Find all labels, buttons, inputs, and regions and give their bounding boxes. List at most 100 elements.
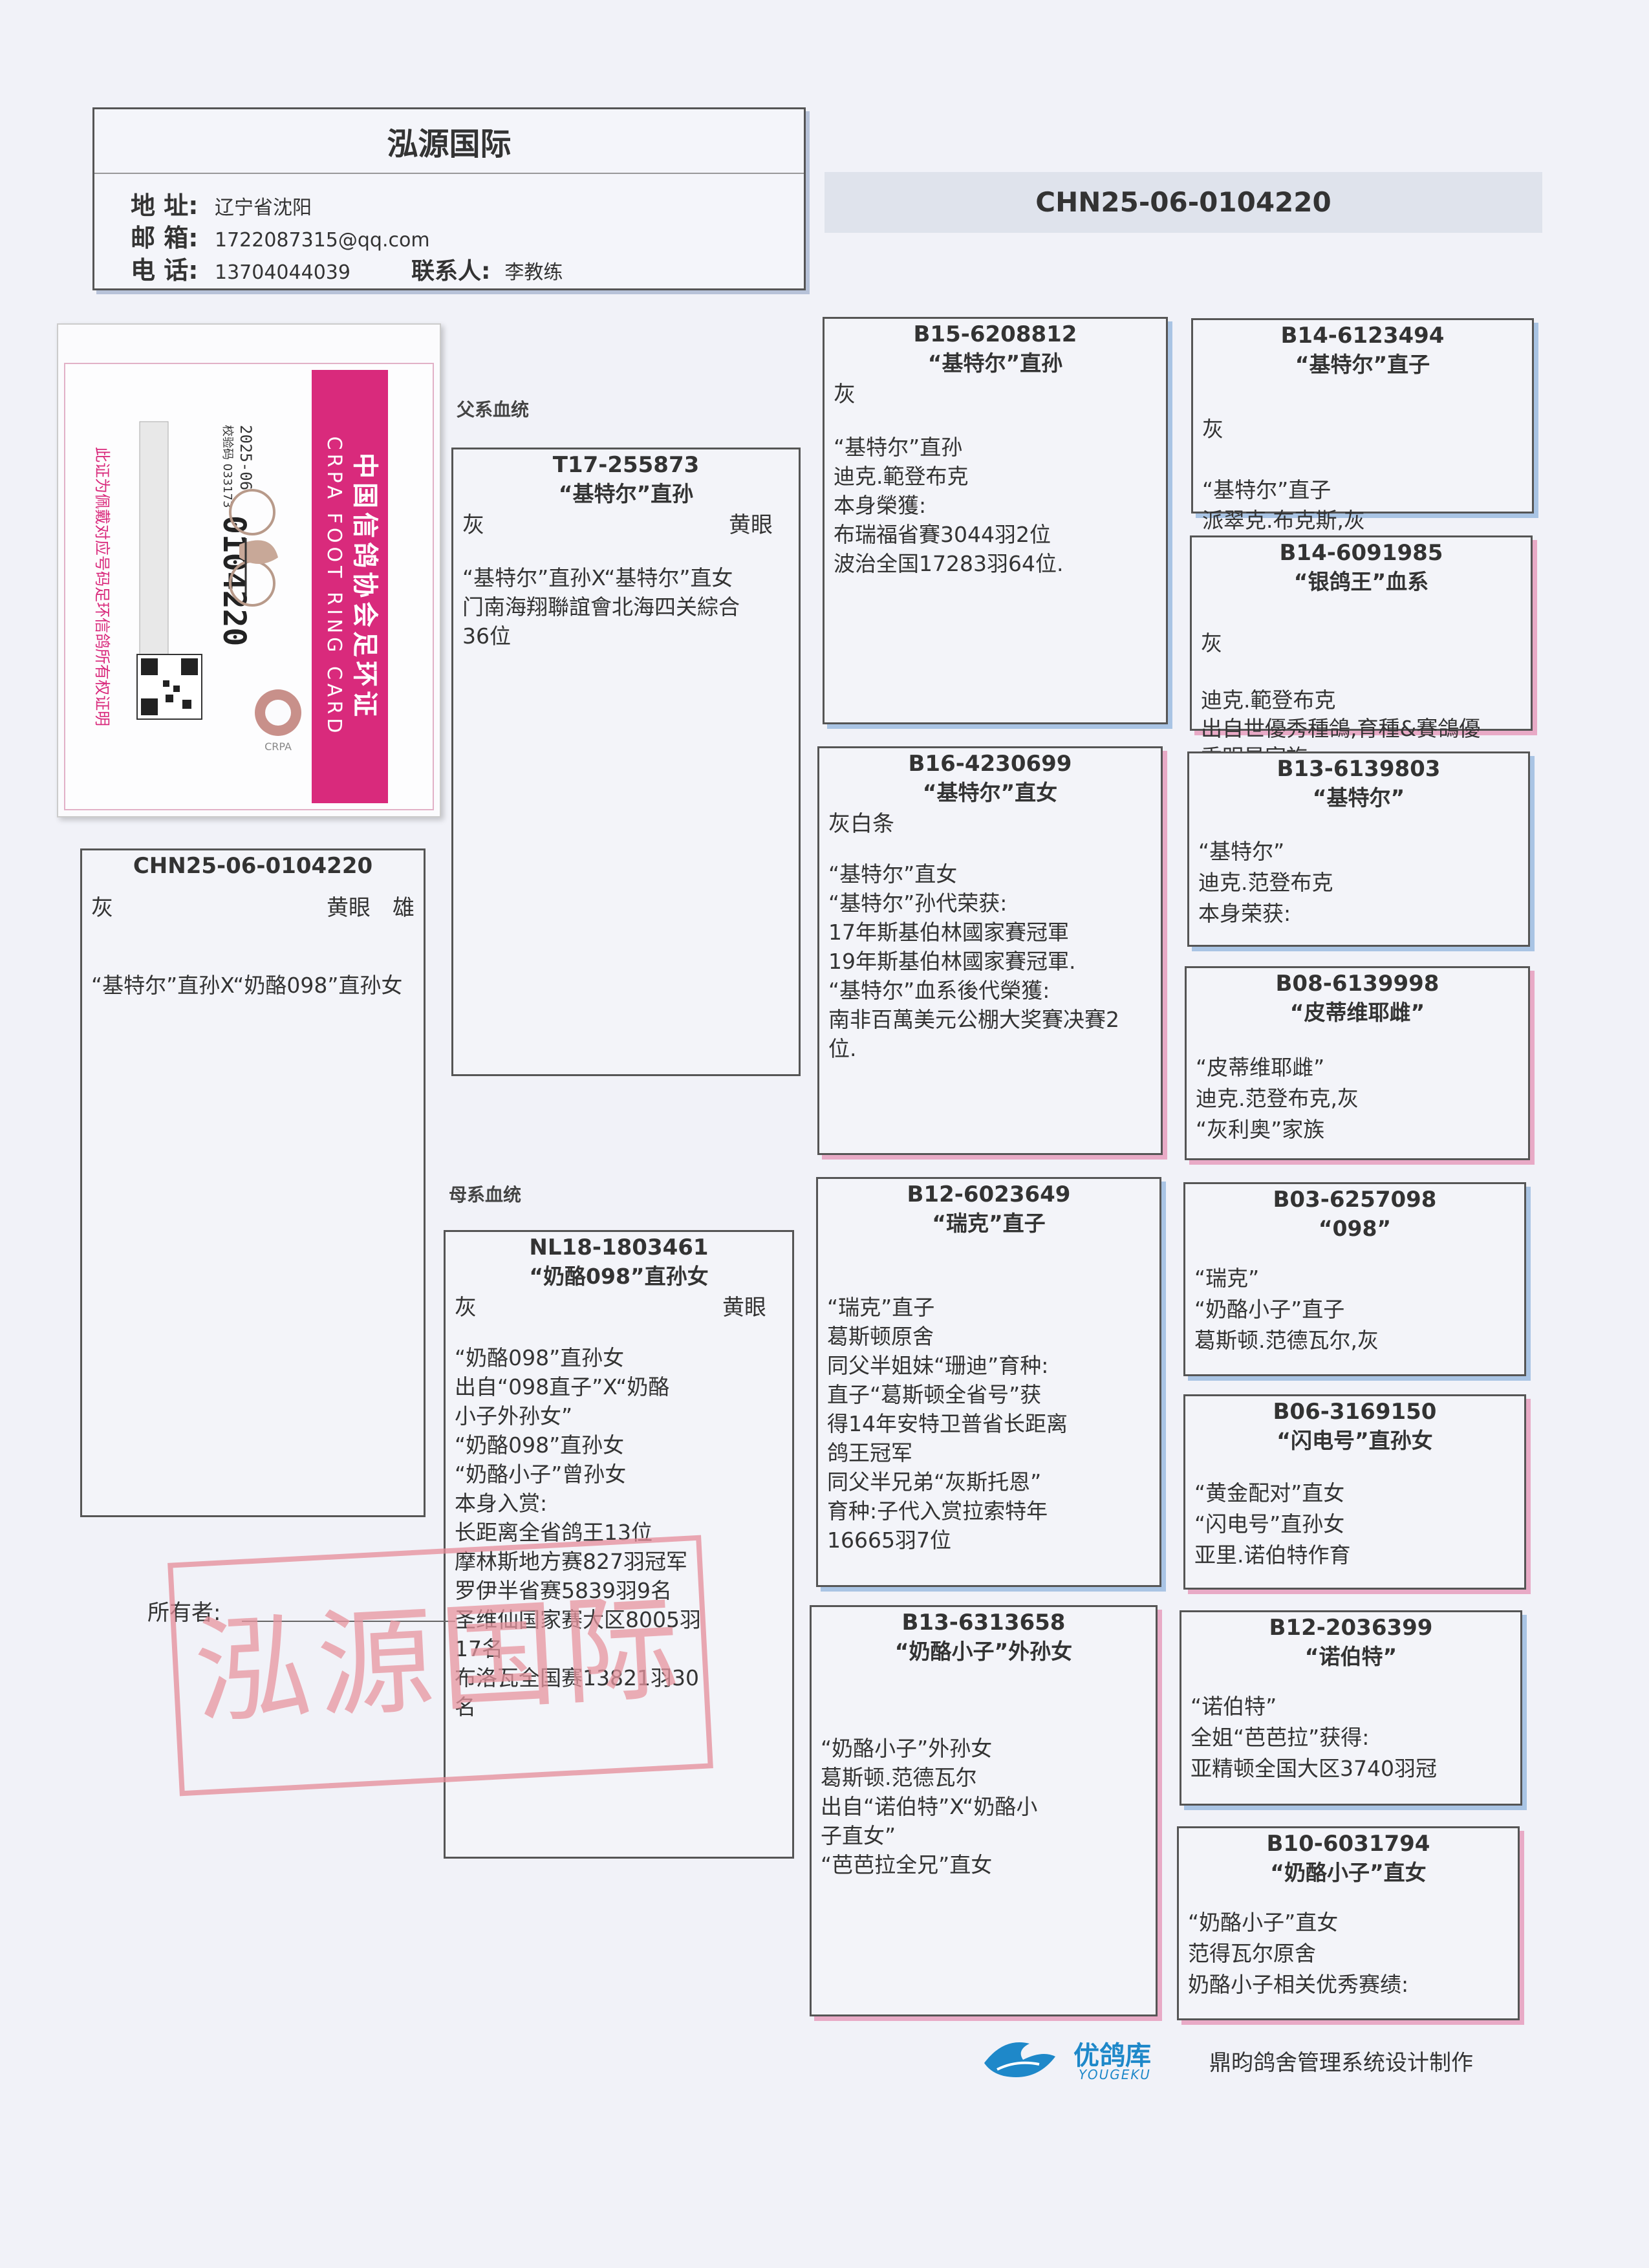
pedigree-ring: B16-4230699 [908,751,1072,777]
pedigree-notes: “瑞克”直子 葛斯顿原舍 同父半姐妹“珊迪”育种: 直子“葛斯顿全省号”获 得1… [827,1295,1068,1553]
foot-ring-card: 中国信鸽协会足环证 CRPA FOOT RING CARD 此证为佩戴对应号码足… [57,323,441,817]
subject-color-row: 灰 黄眼 雄 [82,892,424,924]
pedigree-name: “基特尔”直孙 [927,351,1063,376]
pedigree-notes: “皮蒂维耶雌” 迪克.范登布克,灰 “灰利奥”家族 [1196,1055,1359,1142]
grandsire-paternal-card: B15-6208812 “基特尔”直孙 灰 “基特尔”直孙 迪克.範登布克 本身… [823,317,1168,724]
sire-ring: T17-255873 [552,452,700,478]
pedigree-color: 灰 [834,382,856,407]
footer-credit: 鼎昀鸽舍管理系统设计制作 [1209,2050,1473,2076]
pedigree-notes: “基特尔” 迪克.范登布克 本身荣获: [1198,839,1333,926]
ancestor-card-1: B14-6123494 “基特尔”直子 灰 “基特尔”直子 派翠克.布克斯,灰 … [1191,318,1534,563]
dam-ring: NL18-1803461 [529,1235,709,1260]
ancestor-card-5: B03-6257098 “098” “瑞克” “奶酪小子”直子 葛斯顿.范德瓦尔… [1183,1182,1526,1376]
loft-name: 泓源国际 [387,126,512,162]
ancestor-card-8: B10-6031794 “奶酪小子”直女 “奶酪小子”直女 范得瓦尔原舍 奶酪小… [1177,1826,1520,2020]
pedigree-name: “皮蒂维耶雌” [1289,1000,1425,1025]
qr-code-icon [136,654,202,720]
email-label: 邮 箱: [131,224,199,252]
pedigree-ring: B06-3169150 [1273,1399,1437,1425]
subject-sex: 雄 [393,895,415,921]
contact-value: 李教练 [504,261,563,284]
pedigree-name: “瑞克”直子 [932,1211,1046,1236]
loft-info-header: 泓源国际 地 址: 辽宁省沈阳 邮 箱: 1722087315@qq.com 电 话… [92,107,806,290]
pedigree-ring: B03-6257098 [1273,1187,1437,1213]
sire-color-row: 灰 黄眼 [453,509,799,541]
subject-ring: CHN25-06-0104220 [133,853,373,879]
dam-color: 灰 [455,1295,477,1321]
subject-color: 灰 [91,895,113,921]
pedigree-color: 灰 [1202,416,1223,442]
card-footer-text: 此证为佩戴对应号码足环信鸽所有权证明 [93,447,111,726]
loft-stamp: 泓源国际 [167,1535,713,1797]
pedigree-ring: B13-6313658 [901,1610,1066,1636]
pedigree-notes: “基特尔”直孙 迪克.範登布克 本身榮獲: 布瑞福省賽3044羽2位 波治全国1… [834,435,1064,576]
footer-logo-subtext: YOUGEKU [1079,2067,1151,2082]
pedigree-ring: B15-6208812 [913,321,1077,347]
pedigree-notes: 迪克.範登布克 出自世優秀種鴿,育種&賽鴿優 秀明星家族 [1201,687,1481,770]
pedigree-notes: “基特尔”直女 “基特尔”孙代荣获: 17年斯基伯林國家賽冠軍 19年斯基伯林國… [828,861,1119,1061]
pedigree-name: “奶酪小子”直女 [1270,1860,1427,1885]
owner-signature-line [242,1621,455,1622]
ancestor-card-2: B14-6091985 “银鸽王”血系 灰 迪克.範登布克 出自世優秀種鴿,育種… [1190,535,1533,770]
maternal-section-label: 母系血统 [449,1184,522,1205]
header-divider [94,173,804,174]
pedigree-notes: “诺伯特” 全姐“芭芭拉”获得: 亚精顿全国大区3740羽冠 [1191,1694,1437,1781]
dam-color-row: 灰 黄眼 [446,1291,792,1324]
card-ring-number: 0104220 [216,515,252,646]
sire-name: “基特尔”直孙 [558,481,694,506]
address-row: 地 址: 辽宁省沈阳 [131,186,312,221]
card-check-code: 校验码 033173 [221,425,234,508]
pedigree-ring: B13-6139803 [1277,756,1441,782]
sire-color: 灰 [462,512,484,538]
main-ring-number: CHN25-06-0104220 [824,172,1542,233]
pedigree-ring: B10-6031794 [1266,1831,1430,1857]
pedigree-notes: “奶酪小子”外孙女 葛斯顿.范德瓦尔 出自“诺伯特”X“奶酪小 子直女” “芭芭… [821,1736,1038,1877]
card-title-en: CRPA FOOT RING CARD [323,437,345,737]
subject-notes: “基特尔”直孙X“奶酪098”直孙女 [91,973,403,998]
pedigree-ring: B14-6091985 [1279,540,1443,566]
email-row: 邮 箱: 1722087315@qq.com [131,218,430,254]
ancestor-card-3: B13-6139803 “基特尔” “基特尔” 迪克.范登布克 本身荣获: [1187,751,1530,947]
pedigree-ring: B08-6139998 [1275,971,1439,997]
pedigree-notes: “瑞克” “奶酪小子”直子 葛斯顿.范德瓦尔,灰 [1194,1266,1379,1353]
ancestor-card-6: B06-3169150 “闪电号”直孙女 “黄金配对”直女 “闪电号”直孙女 亚… [1183,1394,1526,1590]
sire-eye: 黄眼 [729,512,773,538]
card-title-cn: 中国信鸽协会足环证 [350,453,380,720]
ancestor-card-7: B12-2036399 “诺伯特” “诺伯特” 全姐“芭芭拉”获得: 亚精顿全国… [1180,1610,1522,1806]
pedigree-color: 灰 [1201,631,1222,656]
paternal-section-label: 父系血统 [457,399,530,420]
pedigree-name: “基特尔”直女 [922,780,1058,805]
granddam-maternal-card: B13-6313658 “奶酪小子”外孙女 “奶酪小子”外孙女 葛斯顿.范德瓦尔… [810,1605,1158,2016]
subject-eye: 黄眼 [327,895,371,921]
pedigree-color: 灰白条 [828,811,894,837]
dam-name: “奶酪098”直孙女 [529,1264,709,1289]
address-value: 辽宁省沈阳 [215,197,312,219]
crpa-emblem-icon: CRPA [255,689,301,753]
pedigree-name: “098” [1318,1216,1392,1241]
pedigree-name: “闪电号”直孙女 [1277,1428,1433,1453]
crpa-logo-icon [229,489,278,607]
address-label: 地 址: [131,191,199,220]
phone-label: 电 话: [131,256,199,285]
yougeku-logo-icon [984,2042,1055,2077]
pedigree-notes: “黄金配对”直女 “闪电号”直孙女 亚里.诺伯特作育 [1194,1480,1351,1568]
footer-logo-text: 优鸽库 [1073,2041,1151,2071]
dam-eye: 黄眼 [722,1295,766,1321]
pedigree-name: “奶酪小子”外孙女 [894,1639,1073,1664]
ring-card-graphic: 中国信鸽协会足环证 CRPA FOOT RING CARD 此证为佩戴对应号码足… [64,363,434,810]
email-value: 1722087315@qq.com [215,229,430,252]
owner-label: 所有者: [147,1600,221,1626]
pedigree-name: “银鸽王”血系 [1293,569,1429,594]
pedigree-name: “诺伯特” [1304,1644,1397,1669]
dam-card: NL18-1803461 “奶酪098”直孙女 灰 黄眼 “奶酪098”直孙女 … [444,1230,794,1859]
pedigree-ring: B12-2036399 [1269,1615,1433,1641]
pedigree-notes: “奶酪小子”直女 范得瓦尔原舍 奶酪小子相关优秀赛绩: [1188,1910,1409,1997]
ancestor-card-4: B08-6139998 “皮蒂维耶雌” “皮蒂维耶雌” 迪克.范登布克,灰 “灰… [1185,966,1530,1160]
granddam-paternal-card: B16-4230699 “基特尔”直女 灰白条 “基特尔”直女 “基特尔”孙代荣… [817,746,1163,1155]
phone-value: 13704044039 [215,261,350,284]
pedigree-name: “基特尔”直子 [1295,352,1430,377]
subject-pigeon-card: CHN25-06-0104220 灰 黄眼 雄 “基特尔”直孙X“奶酪098”直… [80,848,426,1517]
card-date: 2025-06 [237,425,255,490]
dam-notes: “奶酪098”直孙女 出自“098直子”X“奶酪 小子外孙女” “奶酪098”直… [455,1345,701,1720]
